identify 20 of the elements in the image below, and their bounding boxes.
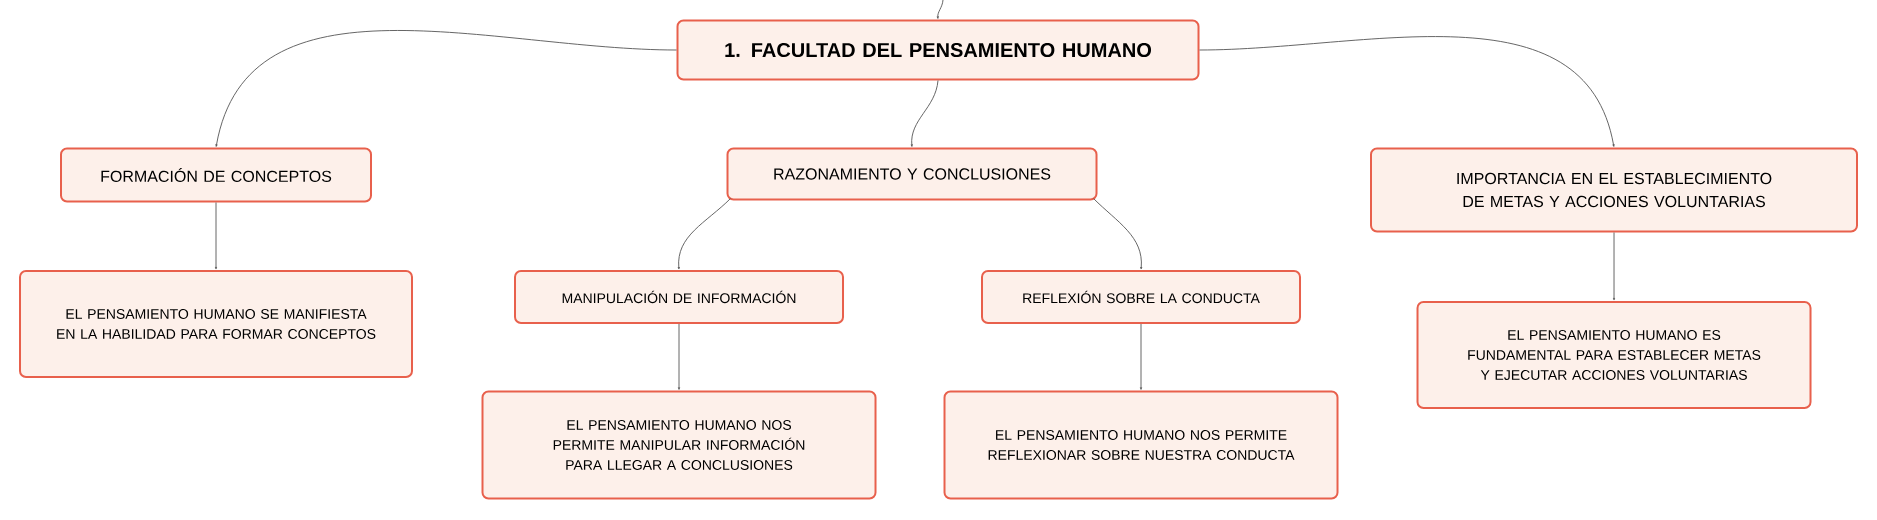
central-topic-box: 1. FACULTAD DEL PENSAMIENTO HUMANO [676, 19, 1200, 81]
connector-arrow [936, 0, 944, 19]
text-box: EL PENSAMIENTO HUMANO SE MANIFIESTA EN LA HABILIDAD PARA FORMAR CONCEPTOS [19, 270, 413, 378]
topic-box: FORMACIÓN DE CONCEPTOS [60, 147, 372, 203]
connector-arrow [215, 30, 677, 147]
topic-box: IMPORTANCIA EN EL ESTABLECIMIENTO DE METAS Y ACCIONES VOLUNTARIAS [1370, 147, 1858, 233]
topic-box: RAZONAMIENTO Y CONCLUSIONES [726, 147, 1098, 201]
topic-box: MANIPULACIÓN DE INFORMACIÓN [514, 270, 844, 324]
connector-arrow [214, 202, 218, 270]
connector-arrow [910, 80, 939, 147]
text-box: EL PENSAMIENTO HUMANO ES FUNDAMENTAL PARA ESTABLECER METAS Y EJECUTAR ACCIONES VOLUNTARIAS [1416, 301, 1812, 409]
connector-arrow [1093, 198, 1143, 270]
connector-arrow [1139, 323, 1143, 390]
connector-arrow [677, 198, 731, 270]
connector-arrow [1612, 232, 1616, 301]
connector-arrow [1199, 36, 1615, 147]
connector-arrow [677, 323, 681, 390]
topic-box: REFLEXIÓN SOBRE LA CONDUCTA [981, 270, 1301, 324]
text-box: EL PENSAMIENTO HUMANO NOS PERMITE MANIPULAR INFORMACIÓN PARA LLEGAR A CONCLUSIONES [481, 390, 877, 500]
text-box: EL PENSAMIENTO HUMANO NOS PERMITE REFLEXIONAR SOBRE NUESTRA CONDUCTA [943, 390, 1339, 500]
